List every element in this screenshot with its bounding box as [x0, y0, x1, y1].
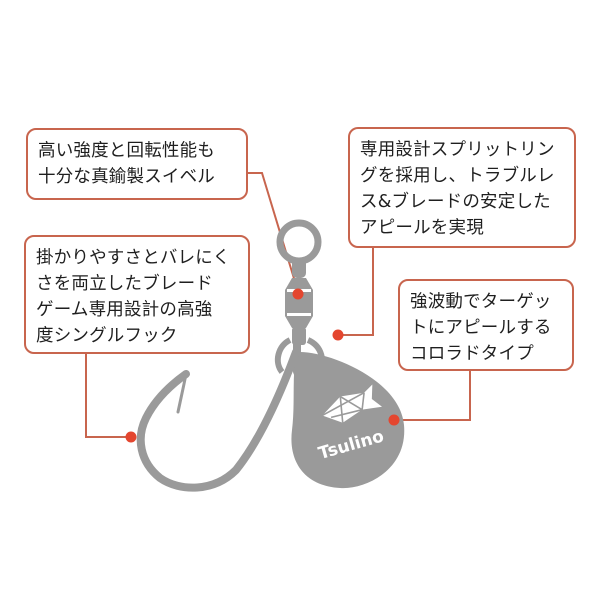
- swivel-icon: [285, 258, 313, 345]
- callout-blade: 強波動でターゲッ トにアピールする コロラドタイプ: [398, 279, 574, 371]
- callout-hook: 掛かりやすさとバレにく さを両立したブレード ゲーム専用設計の高強 度シングルフ…: [24, 235, 250, 354]
- blade-dot-icon: [388, 414, 400, 426]
- callout-hook-line-1: 掛かりやすさとバレにく: [36, 248, 231, 268]
- callout-swivel-line-1: 高い強度と回転性能も: [38, 141, 215, 161]
- callout-split-ring-line-1: 専用設計スプリットリン: [360, 140, 555, 160]
- callout-blade-line-2: トにアピールする: [410, 318, 552, 338]
- callout-hook-line-2: さを両立したブレード: [36, 274, 213, 294]
- hook-eye-icon: [293, 342, 301, 356]
- callout-swivel: 高い強度と回転性能も 十分な真鍮製スイベル: [26, 128, 248, 200]
- callout-split-ring: 専用設計スプリットリン グを採用し、トラブルレ ス&ブレードの安定した アピール…: [348, 127, 576, 248]
- callout-hook-line-4: 度シングルフック: [36, 326, 178, 346]
- single-hook-icon: [136, 348, 300, 492]
- split-ring-dot-icon: [332, 329, 344, 341]
- colorado-blade-icon: Tsulino: [291, 352, 405, 489]
- callout-split-ring-line-4: アピールを実現: [360, 218, 484, 238]
- hook-dot-icon: [125, 431, 137, 443]
- callout-swivel-line-2: 十分な真鍮製スイベル: [38, 167, 215, 187]
- callout-hook-line-3: ゲーム専用設計の高強: [36, 300, 213, 320]
- indicator-dots: [125, 288, 400, 443]
- callout-blade-line-1: 強波動でターゲッ: [410, 292, 552, 312]
- top-ring-icon: [276, 219, 322, 265]
- callout-split-ring-line-2: グを採用し、トラブルレ: [360, 166, 555, 186]
- callout-split-ring-line-3: ス&ブレードの安定した: [360, 192, 551, 212]
- swivel-dot-icon: [292, 288, 304, 300]
- callout-blade-line-3: コロラドタイプ: [410, 344, 534, 364]
